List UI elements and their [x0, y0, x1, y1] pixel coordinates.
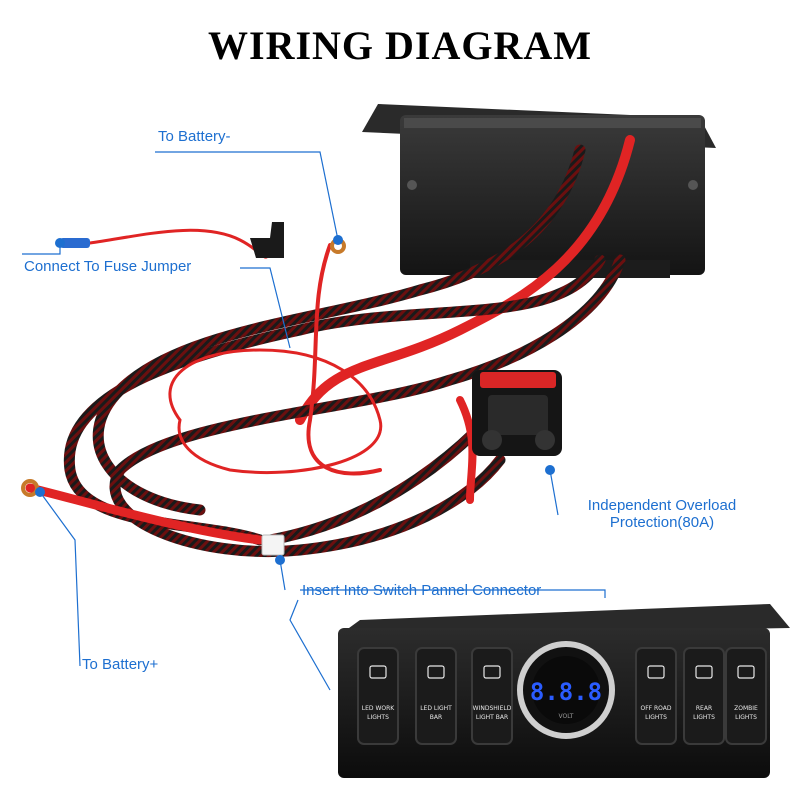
diagram-title: WIRING DIAGRAM [208, 23, 592, 68]
rocker-switch-3[interactable]: WINDSHIELD LIGHT BAR [471, 647, 513, 745]
callout-fuse-jumper: Connect To Fuse Jumper [24, 258, 192, 275]
work-light-icon [369, 665, 387, 679]
switch-label-1-line1: LED WORK [362, 705, 395, 712]
off-road-icon [647, 665, 665, 679]
circuit-breaker [472, 370, 562, 456]
switch-label-3-line2: LIGHT BAR [476, 714, 508, 721]
rocker-switch-1[interactable]: LED WORK LIGHTS [357, 647, 399, 745]
voltmeter: 8.8.8 VOLT [517, 641, 615, 739]
relay-box [362, 104, 716, 278]
voltmeter-label: VOLT [559, 713, 574, 720]
switch-label-6-line1: ZOMBIE [734, 705, 758, 712]
rocker-switch-2[interactable]: LED LIGHT BAR [415, 647, 457, 745]
windshield-icon [483, 665, 501, 679]
light-bar-icon [427, 665, 445, 679]
switch-label-2-line1: LED LIGHT [420, 705, 452, 712]
voltmeter-display: 8.8.8 [530, 678, 602, 706]
callout-battery-positive: To Battery+ [82, 656, 159, 673]
switch-label-6-line2: LIGHTS [735, 714, 757, 721]
callout-switch-connector: Insert Into Switch Pannel Connector [302, 582, 542, 599]
switch-label-4-line1: OFF ROAD [640, 705, 671, 712]
callout-overload-line1: Independent Overload [587, 497, 737, 514]
callout-overload-protection: Independent Overload Protection(80A) [552, 497, 772, 531]
switch-label-4-line2: LIGHTS [645, 714, 667, 721]
switch-label-1-line2: LIGHTS [367, 714, 389, 721]
switch-label-2-line2: BAR [430, 714, 442, 721]
switch-panel: LED WORK LIGHTS LED LIGHT BAR WINDSHIELD LIGH… [338, 604, 790, 778]
rocker-switch-4[interactable]: OFF ROAD LIGHTS [635, 647, 677, 745]
switch-label-5-line2: LIGHTS [693, 714, 715, 721]
callout-lines [22, 151, 606, 691]
ring-terminals [21, 222, 346, 556]
callout-dots [35, 235, 555, 565]
callout-battery-negative: To Battery- [158, 128, 231, 145]
callout-overload-line2: Protection(80A) [609, 514, 715, 531]
rocker-switch-6[interactable]: ZOMBIE LIGHTS [725, 647, 767, 745]
biohazard-icon [737, 665, 755, 679]
rear-hand-icon [695, 665, 713, 679]
switch-label-5-line1: REAR [696, 705, 712, 712]
switch-label-3-line1: WINDSHIELD [473, 705, 512, 712]
rocker-switch-5[interactable]: REAR LIGHTS [683, 647, 725, 745]
